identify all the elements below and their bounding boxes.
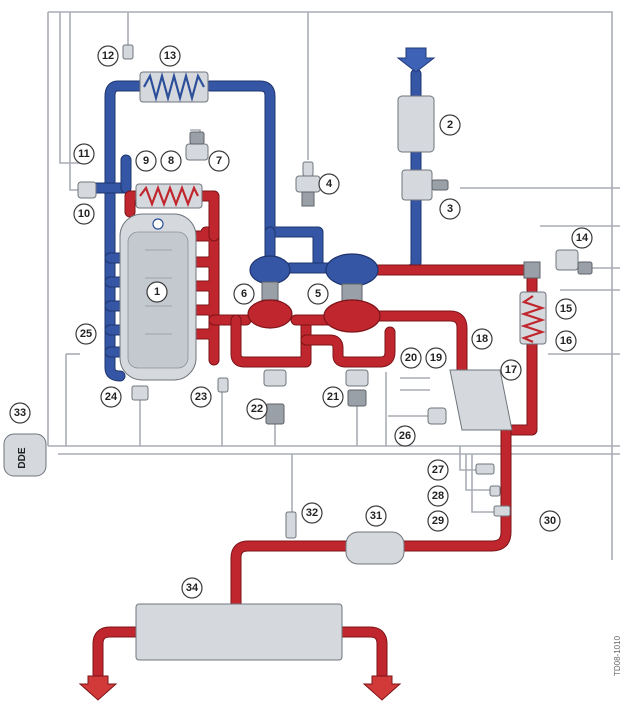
callout-2: 2 — [439, 114, 461, 136]
callout-19: 19 — [425, 347, 447, 369]
turbocharger-low-pressure — [323, 253, 381, 333]
svg-text:26: 26 — [399, 430, 411, 442]
callout-23: 23 — [190, 386, 212, 408]
svg-text:33: 33 — [14, 407, 26, 419]
diesel-particulate-filter — [449, 369, 513, 431]
callout-18: 18 — [471, 328, 493, 350]
callout-6: 6 — [233, 283, 255, 305]
svg-text:13: 13 — [164, 50, 176, 62]
callout-33: 33 — [9, 402, 31, 424]
svg-text:17: 17 — [505, 364, 517, 376]
signal-wires — [47, 11, 620, 560]
svg-text:6: 6 — [241, 288, 247, 300]
svg-text:34: 34 — [186, 582, 199, 594]
svg-text:24: 24 — [105, 391, 118, 403]
bmw-logo-icon — [152, 218, 164, 230]
dde-label: DDE — [17, 447, 28, 468]
callout-17: 17 — [500, 359, 522, 381]
callout-20: 20 — [400, 347, 422, 369]
callout-25: 25 — [75, 323, 97, 345]
intercooler — [139, 71, 209, 103]
svg-text:32: 32 — [306, 507, 318, 519]
callout-27: 27 — [427, 459, 449, 481]
svg-text:14: 14 — [576, 232, 589, 244]
svg-text:21: 21 — [327, 391, 339, 403]
callout-29: 29 — [427, 510, 449, 532]
actuators-and-sensors — [77, 44, 593, 539]
svg-text:10: 10 — [78, 208, 90, 220]
dde-control-unit: DDE — [3, 433, 47, 477]
callout-22: 22 — [246, 398, 268, 420]
callout-1: 1 — [146, 281, 168, 303]
callout-10: 10 — [73, 203, 95, 225]
svg-text:18: 18 — [476, 333, 488, 345]
svg-text:25: 25 — [80, 328, 92, 340]
egr-cooler — [135, 183, 203, 209]
svg-text:28: 28 — [432, 490, 444, 502]
callout-15: 15 — [555, 298, 577, 320]
svg-text:9: 9 — [143, 155, 149, 167]
callout-16: 16 — [555, 330, 577, 352]
callout-7: 7 — [208, 150, 230, 172]
svg-text:19: 19 — [430, 352, 442, 364]
callout-31: 31 — [365, 505, 387, 527]
svg-text:7: 7 — [216, 155, 222, 167]
image-code: TD08-1010 — [613, 635, 622, 676]
svg-text:15: 15 — [560, 303, 572, 315]
callout-14: 14 — [571, 227, 593, 249]
exhaust-out-right-arrow-icon — [362, 675, 402, 701]
svg-text:23: 23 — [195, 391, 207, 403]
svg-text:22: 22 — [251, 403, 263, 415]
svg-text:29: 29 — [432, 515, 444, 527]
svg-text:4: 4 — [326, 178, 333, 190]
svg-text:30: 30 — [544, 515, 556, 527]
svg-text:31: 31 — [370, 510, 382, 522]
callout-28: 28 — [427, 485, 449, 507]
svg-text:2: 2 — [447, 119, 453, 131]
callout-5: 5 — [307, 283, 329, 305]
callout-3: 3 — [439, 198, 461, 220]
svg-text:3: 3 — [447, 203, 453, 215]
svg-text:11: 11 — [78, 148, 90, 160]
muffler — [135, 603, 343, 661]
svg-text:8: 8 — [168, 155, 174, 167]
callout-4: 4 — [318, 173, 340, 195]
svg-text:16: 16 — [560, 335, 572, 347]
callout-21: 21 — [322, 386, 344, 408]
exhaust-out-left-arrow-icon — [78, 675, 118, 701]
callout-9: 9 — [135, 150, 157, 172]
air-filter — [397, 95, 435, 153]
turbocharger-high-pressure — [247, 255, 293, 329]
intake-air-arrow-icon — [396, 47, 436, 73]
callout-30: 30 — [539, 510, 561, 532]
svg-text:1: 1 — [154, 286, 160, 298]
svg-text:5: 5 — [315, 288, 321, 300]
callout-32: 32 — [301, 502, 323, 524]
air-mass-meter — [401, 169, 449, 201]
callout-8: 8 — [160, 150, 182, 172]
callout-24: 24 — [100, 386, 122, 408]
callout-26: 26 — [394, 425, 416, 447]
callout-13: 13 — [159, 45, 181, 67]
callout-11: 11 — [73, 143, 95, 165]
svg-text:27: 27 — [432, 464, 444, 476]
oxidation-catalyst — [345, 531, 405, 565]
exhaust-heat-exchanger — [519, 291, 547, 345]
svg-text:20: 20 — [405, 352, 417, 364]
callout-34: 34 — [181, 577, 203, 599]
svg-text:12: 12 — [102, 50, 114, 62]
callout-12: 12 — [97, 45, 119, 67]
